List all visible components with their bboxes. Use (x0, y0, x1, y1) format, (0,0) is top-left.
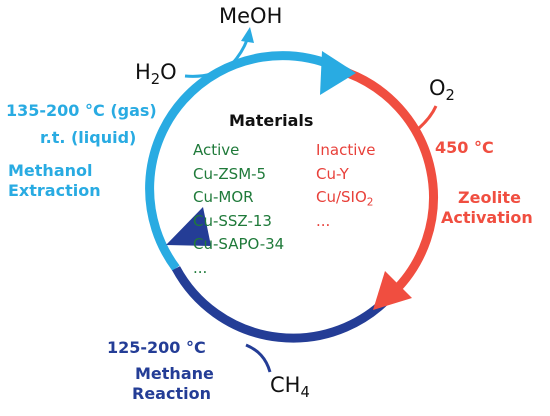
extraction-temperature-gas: 135-200 °C (gas) (6, 101, 157, 120)
activation-arc (346, 68, 438, 296)
active-materials-column: Active Cu-ZSM-5 Cu-MOR Cu-SSZ-13 Cu-SAPO… (193, 143, 284, 284)
extraction-step-name-line1: Methanol (8, 161, 93, 180)
water-label: H2O (135, 60, 177, 89)
active-item: Cu-ZSM-5 (193, 164, 267, 183)
extraction-step-name-line2: Extraction (8, 181, 101, 200)
reaction-temperature: 125-200 °C (107, 338, 206, 357)
extraction-temperature-liquid: r.t. (liquid) (40, 128, 137, 147)
activation-arrowhead (373, 271, 412, 310)
reaction-step-name-line1: Methane (135, 364, 214, 383)
methanol-label: MeOH (219, 4, 283, 28)
methanol-out-arrowhead (241, 27, 254, 43)
inactive-item: Cu-Y (316, 164, 349, 183)
extraction-arc (145, 51, 353, 271)
reaction-arrowhead (166, 207, 211, 246)
inactive-item: Cu/SIO2 (316, 188, 374, 209)
active-item: Cu-SSZ-13 (193, 211, 272, 230)
active-item: Cu-SAPO-34 (193, 235, 285, 253)
reaction-step-name-line2: Reaction (132, 384, 211, 403)
active-item-more: ... (193, 258, 208, 277)
active-header: Active (193, 141, 240, 159)
reaction-arc (172, 266, 398, 343)
methane-branch-line (245, 343, 272, 373)
active-item: Cu-MOR (193, 188, 254, 206)
extraction-arrowhead (320, 51, 356, 95)
activation-step-name-line2: Activation (441, 208, 533, 227)
materials-title: Materials (229, 111, 314, 130)
water-branch-line (184, 62, 233, 78)
methane-label: CH4 (270, 373, 310, 402)
oxygen-label: O2 (429, 76, 455, 105)
inactive-header: Inactive (316, 141, 376, 159)
methanol-branch-line (230, 39, 249, 65)
inactive-materials-column: Inactive Cu-Y Cu/SIO2 ... (316, 143, 376, 237)
activation-temperature: 450 °C (435, 138, 494, 157)
inactive-item-more: ... (316, 211, 331, 230)
activation-step-name-line1: Zeolite (458, 188, 521, 207)
oxygen-branch-line (417, 105, 438, 131)
